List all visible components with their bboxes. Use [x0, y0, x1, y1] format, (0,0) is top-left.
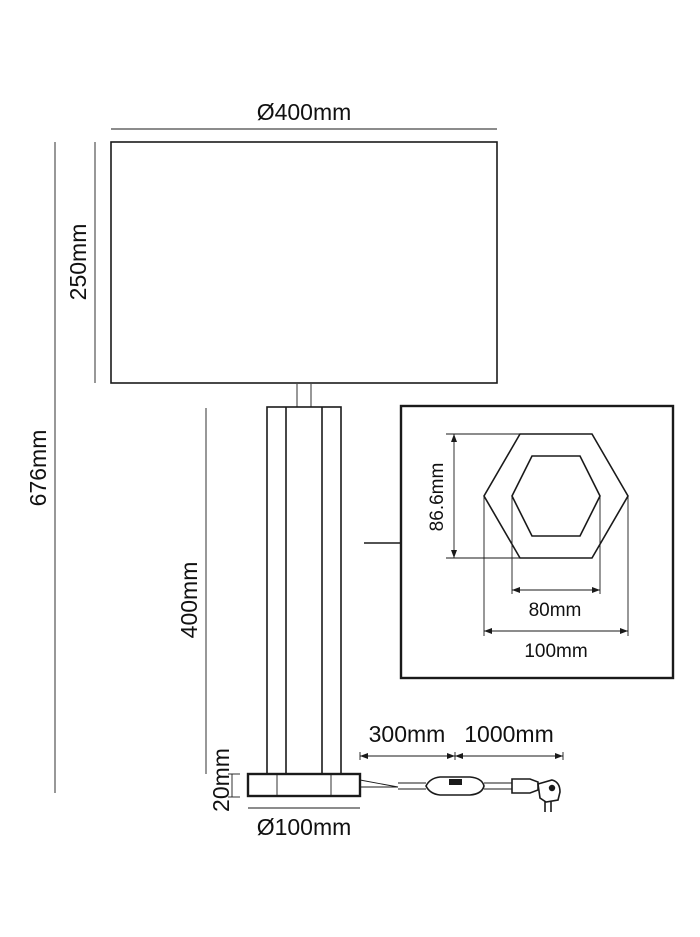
- cable-to-switch-label: 300mm: [369, 721, 446, 747]
- switch-button: [449, 779, 462, 785]
- lamp-body: [266, 406, 342, 775]
- base-diameter-label: Ø100mm: [257, 814, 352, 840]
- base-outline: [246, 772, 362, 798]
- shade-diameter-dimension: Ø400mm: [111, 99, 497, 130]
- cable-segment-1: [359, 779, 399, 788]
- outer-width-arrow-right: [620, 628, 628, 634]
- lamp-base: [246, 772, 362, 798]
- cable-arrow-3: [455, 753, 463, 759]
- inner-width-label: 80mm: [529, 600, 582, 621]
- cable-arrow-1: [360, 753, 368, 759]
- body-height-label: 400mm: [176, 562, 202, 639]
- base-height-dimension: 20mm: [208, 748, 240, 812]
- switch-outline: [425, 776, 485, 796]
- cable-to-plug-label: 1000mm: [464, 721, 553, 747]
- cable-length-dimension: 300mm 1000mm: [359, 721, 564, 760]
- cable-arrow-4: [555, 753, 563, 759]
- base-height-label: 20mm: [208, 748, 234, 812]
- hex-height-label: 86.6mm: [427, 463, 448, 532]
- lamp-neck: [284, 384, 324, 408]
- body-outline: [266, 406, 342, 775]
- cable-arrow-2: [447, 753, 455, 759]
- inner-width-arrow-left: [512, 587, 520, 593]
- power-cable: [359, 779, 512, 790]
- outer-hexagon: [483, 433, 629, 559]
- plug-neck: [511, 778, 539, 794]
- base-diameter-dimension: Ø100mm: [248, 807, 360, 840]
- shade-height-label: 250mm: [65, 224, 91, 301]
- hex-height-arrow-bottom: [451, 550, 457, 558]
- inner-width-arrow-right: [592, 587, 600, 593]
- hex-height-arrow-top: [451, 434, 457, 442]
- total-height-dimension: 676mm: [25, 142, 56, 793]
- plug-earth-contact: [548, 784, 556, 792]
- shade-height-dimension: 250mm: [65, 142, 96, 383]
- lampshade: [110, 141, 498, 384]
- inline-switch: [425, 776, 485, 796]
- total-height-label: 676mm: [25, 430, 51, 507]
- cross-section-detail: 86.6mm 80mm 100mm: [364, 404, 675, 680]
- plug-head: [537, 779, 561, 803]
- body-height-dimension: 400mm: [176, 408, 207, 774]
- lampshade-outline: [110, 141, 498, 384]
- shade-diameter-label: Ø400mm: [257, 99, 352, 125]
- detail-frame: [399, 404, 675, 680]
- power-plug: [511, 778, 561, 812]
- outer-width-arrow-left: [484, 628, 492, 634]
- inner-hexagon: [511, 455, 601, 537]
- outer-width-label: 100mm: [524, 641, 587, 662]
